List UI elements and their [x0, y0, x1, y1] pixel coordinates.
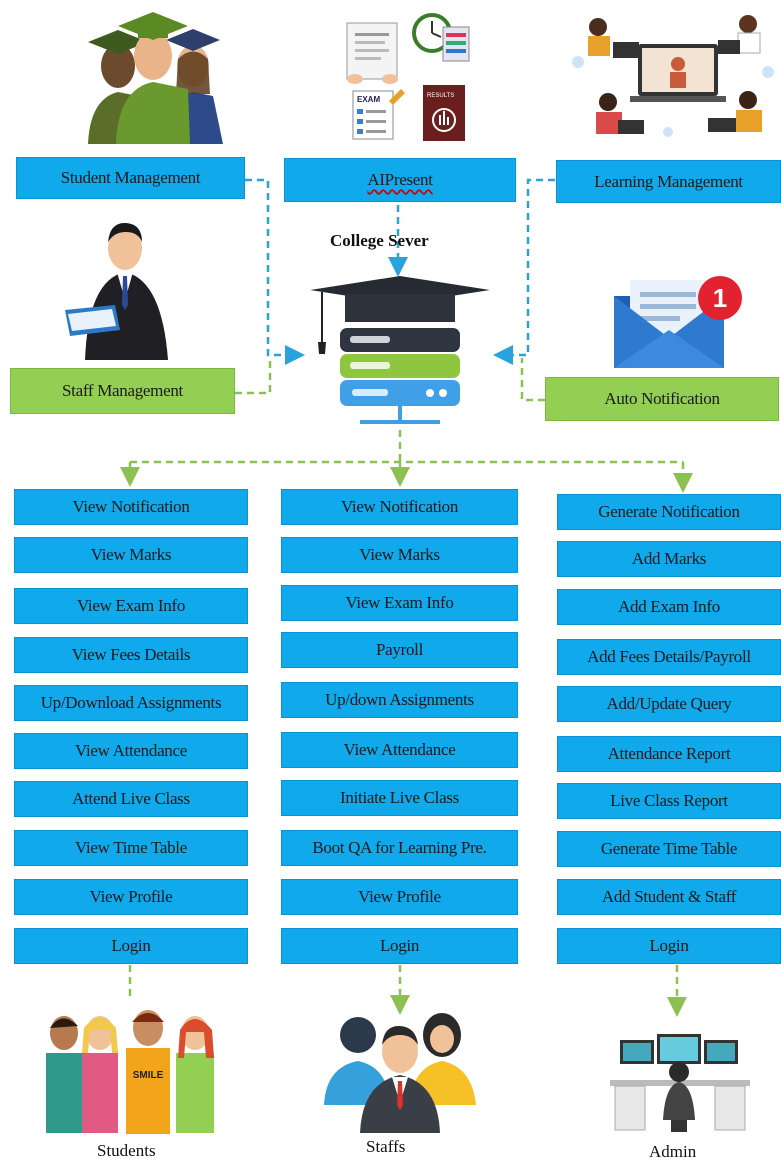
college-server-icon [310, 276, 490, 424]
learning-management-box: Learning Management [556, 160, 781, 203]
students-item: View Notification [14, 489, 248, 525]
results-doc-label: RESULTS [427, 93, 454, 99]
staff-management-box: Staff Management [10, 368, 235, 414]
students-item: Up/Download Assignments [14, 685, 248, 721]
staffs-item: View Exam Info [281, 585, 518, 621]
students-label: Students [97, 1141, 156, 1160]
students-item: Attend Live Class [14, 781, 248, 817]
staffs-item: View Attendance [281, 732, 518, 768]
admin-label: Admin [649, 1142, 697, 1161]
admin-item: Generate Time Table [557, 831, 781, 867]
staffs-illustration [324, 1013, 476, 1133]
students-item: View Exam Info [14, 588, 248, 624]
admin-item: Add/Update Query [557, 686, 781, 722]
staffs-item: View Marks [281, 537, 518, 573]
staffs-item: Boot QA for Learning Pre. [281, 830, 518, 866]
notification-badge: 1 [713, 283, 727, 313]
staffs-item: Initiate Live Class [281, 780, 518, 816]
admin-item: Add Exam Info [557, 589, 781, 625]
graduates-illustration [88, 12, 223, 144]
admin-item: Add Fees Details/Payroll [557, 639, 781, 675]
students-item: View Marks [14, 537, 248, 573]
server-label: College Sever [330, 231, 429, 250]
exam-doc-label: EXAM [357, 95, 380, 104]
documents-illustration: EXAM RESULTS [346, 13, 470, 141]
notification-envelope-icon: 1 [614, 276, 742, 368]
admin-item: Add Student & Staff [557, 879, 781, 915]
staff-manager-illustration [65, 222, 168, 360]
staffs-item: Login [281, 928, 518, 964]
admin-illustration [610, 1034, 750, 1132]
student-shirt-text: SMILE [133, 1070, 164, 1081]
admin-item: Add Marks [557, 541, 781, 577]
admin-item: Generate Notification [557, 494, 781, 530]
student-management-box: Student Management [16, 157, 245, 199]
admin-item: Login [557, 928, 781, 964]
students-item: View Fees Details [14, 637, 248, 673]
admin-item: Live Class Report [557, 783, 781, 819]
students-item: View Time Table [14, 830, 248, 866]
admin-item: Attendance Report [557, 736, 781, 772]
staffs-label: Staffs [366, 1137, 406, 1156]
staffs-item: View Profile [281, 879, 518, 915]
aipresent-box: AIPresent [284, 158, 516, 202]
students-item: Login [14, 928, 248, 964]
staffs-item: Up/down Assignments [281, 682, 518, 718]
students-item: View Attendance [14, 733, 248, 769]
staffs-item: Payroll [281, 632, 518, 668]
students-item: View Profile [14, 879, 248, 915]
students-illustration: SMILE [46, 1010, 214, 1134]
auto-notification-box: Auto Notification [545, 377, 779, 421]
staffs-item: View Notification [281, 489, 518, 525]
online-learning-illustration [572, 15, 774, 137]
